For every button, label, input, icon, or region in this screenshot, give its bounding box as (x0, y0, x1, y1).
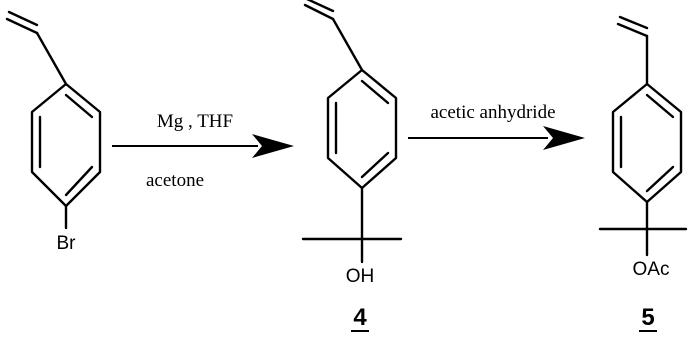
ring-double-bond-1 (645, 93, 675, 119)
vinyl-double-bond-inner (306, 0, 335, 13)
vinyl-double-bond-outer (616, 22, 649, 38)
bromine-atom-label: Br (57, 233, 77, 254)
ring-double-bond-2 (360, 151, 390, 179)
benzene-ring (30, 82, 102, 208)
vinyl-double-bond-inner (7, 10, 39, 27)
ring-double-bond-2 (645, 165, 675, 193)
reagent-mg-thf: Mg , THF (157, 111, 233, 132)
vinyl-bond (331, 17, 364, 72)
ring-double-bond-1 (360, 79, 390, 105)
arrow-1-head (252, 134, 294, 158)
vinyl-double-bond-inner (618, 15, 649, 30)
molecule-compound-5: OAc 5 (598, 15, 688, 332)
ring-double-bond-2 (64, 165, 94, 197)
molecule-4-bromostyrene: Br (5, 10, 102, 254)
ring-double-bond-1 (64, 93, 94, 119)
hydroxyl-label: OH (346, 266, 375, 287)
vinyl-double-bond-outer (5, 17, 39, 35)
vinyl-double-bond-outer (303, 3, 335, 21)
compound-label-4: 4 (353, 304, 367, 331)
acetoxy-label: OAc (633, 259, 670, 280)
reagent-acetic-anhydride: acetic anhydride (430, 102, 555, 123)
compound-label-5: 5 (641, 304, 654, 331)
benzene-ring (326, 68, 398, 190)
arrow-2-head (543, 126, 585, 150)
reaction-arrow-2: acetic anhydride (408, 102, 585, 150)
reagent-acetone: acetone (146, 170, 204, 191)
vinyl-bond (35, 31, 68, 86)
benzene-ring (611, 82, 683, 204)
molecule-compound-4: OH 4 (301, 0, 403, 332)
reaction-arrow-1: Mg , THF acetone (112, 111, 294, 191)
